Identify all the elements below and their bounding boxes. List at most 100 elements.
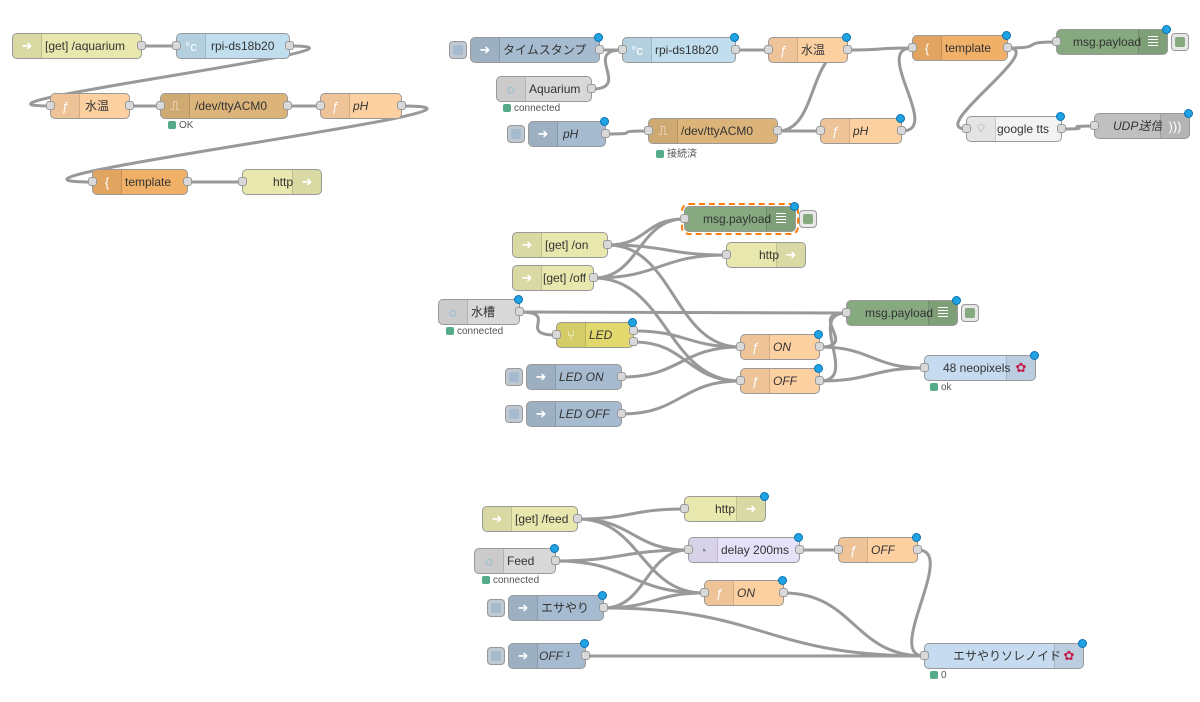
input-port[interactable]: [908, 43, 917, 52]
input-port[interactable]: [88, 177, 97, 186]
input-port[interactable]: [722, 250, 731, 259]
wire[interactable]: [519, 310, 847, 315]
node-get-feed[interactable]: ➜ [get] /feed: [482, 506, 582, 532]
wire[interactable]: [621, 379, 741, 416]
node-inject-led-off[interactable]: ➜ LED OFF: [505, 401, 626, 427]
wire[interactable]: [603, 548, 689, 610]
node-function-off[interactable]: ƒ OFF: [736, 364, 824, 394]
node-function-ph-1[interactable]: ƒ pH: [316, 93, 406, 119]
wire[interactable]: [621, 345, 741, 379]
input-port[interactable]: [156, 101, 165, 110]
wire[interactable]: [603, 591, 705, 610]
wire[interactable]: [555, 548, 689, 563]
node-http-response-feed[interactable]: http ➜: [680, 492, 769, 522]
input-port[interactable]: [1090, 121, 1099, 130]
wire[interactable]: [819, 366, 925, 383]
debug-toggle[interactable]: [1171, 33, 1189, 51]
output-port[interactable]: [125, 101, 134, 110]
input-port[interactable]: [684, 545, 693, 554]
wire[interactable]: [577, 517, 689, 552]
output-port[interactable]: [617, 372, 626, 381]
node-inject-esayari[interactable]: ➜ エサやり: [487, 591, 608, 621]
output-port[interactable]: [815, 342, 824, 351]
input-port[interactable]: [816, 126, 825, 135]
node-mqtt-aquarium[interactable]: ◌ Aquarium: [496, 76, 596, 102]
node-get-aquarium[interactable]: ➜ [get] /aquarium: [12, 33, 146, 59]
wire[interactable]: [633, 340, 741, 383]
inject-button[interactable]: [487, 647, 505, 665]
input-port[interactable]: [680, 504, 689, 513]
node-switch-led[interactable]: ⑂ LED: [552, 318, 638, 348]
output-port[interactable]: [843, 45, 852, 54]
node-neopixels[interactable]: 48 neopixels ✿: [920, 351, 1039, 381]
wire[interactable]: [519, 310, 557, 337]
output-port[interactable]: [589, 273, 598, 282]
output-port[interactable]: [599, 603, 608, 612]
input-port[interactable]: [764, 45, 773, 54]
output-port-1[interactable]: [629, 326, 638, 335]
output-port[interactable]: [595, 45, 604, 54]
input-port[interactable]: [736, 376, 745, 385]
node-get-off[interactable]: ➜ [get] /off: [512, 265, 598, 291]
inject-button[interactable]: [449, 41, 467, 59]
output-port[interactable]: [573, 514, 582, 523]
node-template-1[interactable]: { template: [88, 169, 192, 195]
output-port[interactable]: [603, 240, 612, 249]
input-port[interactable]: [46, 101, 55, 110]
node-debug-top[interactable]: msg.payload: [1052, 25, 1189, 55]
output-port[interactable]: [815, 376, 824, 385]
wire[interactable]: [1007, 40, 1057, 50]
wire[interactable]: [910, 548, 932, 658]
output-port[interactable]: [283, 101, 292, 110]
node-inject-led-on[interactable]: ➜ LED ON: [505, 364, 626, 390]
node-rpi-ds18b20-1[interactable]: °c rpi-ds18b20: [172, 33, 294, 59]
output-port[interactable]: [183, 177, 192, 186]
node-template-2[interactable]: { template: [908, 31, 1012, 61]
node-rpi-ds18b20-2[interactable]: °c rpi-ds18b20: [618, 33, 740, 63]
output-port[interactable]: [601, 129, 610, 138]
node-inject-ph[interactable]: ➜ pH: [507, 117, 610, 147]
node-function-off-2[interactable]: ƒ OFF: [834, 533, 922, 563]
node-mqtt-feed[interactable]: ◌ Feed: [474, 544, 560, 574]
output-port-2[interactable]: [629, 337, 638, 346]
wire[interactable]: [819, 311, 847, 349]
wire[interactable]: [577, 507, 685, 521]
wire[interactable]: [783, 591, 925, 658]
input-port[interactable]: [736, 342, 745, 351]
node-function-suion-1[interactable]: ƒ 水温: [46, 93, 134, 119]
debug-toggle[interactable]: [799, 210, 817, 228]
input-port[interactable]: [920, 363, 929, 372]
wire[interactable]: [593, 253, 727, 280]
wire[interactable]: [607, 243, 727, 257]
output-port[interactable]: [137, 41, 146, 50]
input-port[interactable]: [172, 41, 181, 50]
node-serial-2[interactable]: ⎍ /dev/ttyACM0: [644, 118, 782, 144]
output-port[interactable]: [1003, 43, 1012, 52]
node-http-response-mid[interactable]: http ➜: [722, 242, 806, 268]
output-port[interactable]: [551, 556, 560, 565]
output-port[interactable]: [897, 126, 906, 135]
node-solenoid[interactable]: エサやりソレノイド ✿: [920, 639, 1087, 669]
output-port[interactable]: [397, 101, 406, 110]
node-inject-off[interactable]: ➜ OFF ¹: [487, 639, 590, 669]
node-function-ph-2[interactable]: ƒ pH: [816, 114, 906, 144]
wire[interactable]: [633, 329, 741, 349]
node-inject-timestamp[interactable]: ➜ タイムスタンプ: [449, 33, 604, 63]
input-port[interactable]: [842, 308, 851, 317]
node-debug-mid-2[interactable]: msg.payload: [842, 296, 979, 326]
input-port[interactable]: [316, 101, 325, 110]
node-mqtt-tank[interactable]: ◌ 水槽: [438, 295, 524, 325]
node-debug-mid-1[interactable]: msg.payload: [680, 202, 817, 235]
output-port[interactable]: [285, 41, 294, 50]
node-function-on[interactable]: ƒ ON: [736, 330, 824, 360]
node-google-tts[interactable]: ⌔ google tts: [962, 112, 1066, 142]
input-port[interactable]: [644, 126, 653, 135]
output-port[interactable]: [1057, 124, 1066, 133]
output-port[interactable]: [587, 84, 596, 93]
output-port[interactable]: [913, 545, 922, 554]
inject-button[interactable]: [487, 599, 505, 617]
output-port[interactable]: [795, 545, 804, 554]
output-port[interactable]: [617, 409, 626, 418]
wire[interactable]: [607, 217, 685, 247]
inject-button[interactable]: [507, 125, 525, 143]
